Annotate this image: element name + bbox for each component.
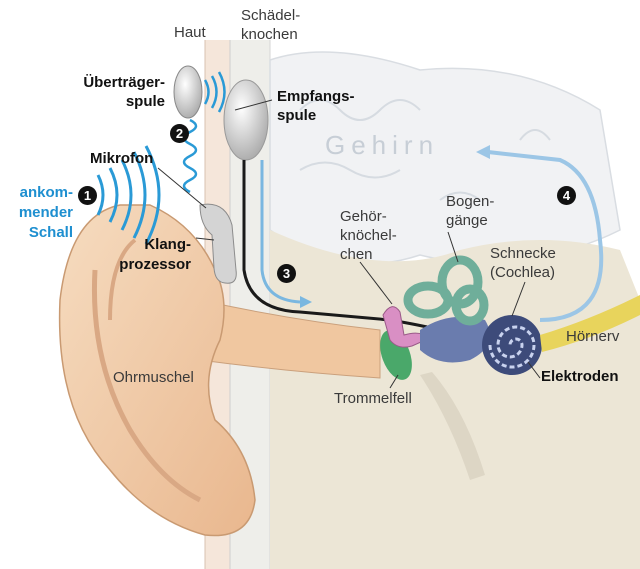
transmitter-coil (173, 65, 203, 119)
label-uebertraeger-2: spule (125, 93, 165, 110)
processor-body (199, 203, 237, 284)
sound-waves (96, 145, 161, 245)
semicircular-canals (403, 255, 489, 326)
label-bogen-2: gänge (446, 212, 488, 229)
label-schaedel-2: knochen (241, 26, 298, 43)
label-elektroden: Elektroden (541, 368, 619, 385)
label-ohrmuschel: Ohrmuschel (113, 369, 194, 386)
signal-arrow-to-implant (260, 160, 301, 304)
label-hoernerv: Hörnerv (566, 328, 620, 345)
label-empfangs-2: spule (277, 107, 317, 124)
label-trommelfell: Trommelfell (334, 390, 412, 407)
label-schall-3: Schall (28, 224, 73, 241)
coil-cable (182, 118, 198, 194)
label-schnecke-1: Schnecke (490, 245, 556, 262)
outer-ear (58, 204, 256, 537)
label-mikrofon: Mikrofon (90, 150, 154, 167)
label-klang-1: Klang- (144, 236, 191, 253)
step-1-marker: 1 (78, 186, 97, 205)
label-gehoer-1: Gehör- (340, 208, 387, 225)
step-2-marker: 2 (170, 124, 189, 143)
step-4-marker: 4 (557, 186, 576, 205)
label-schnecke-2: (Cochlea) (490, 264, 556, 281)
auditory-nerve (540, 295, 640, 352)
label-klang-2: prozessor (119, 256, 191, 273)
label-empfangs-1: Empfangs- (277, 88, 355, 105)
cochlea (482, 315, 542, 375)
temporal-bone (270, 230, 640, 569)
label-uebertraeger-1: Überträger- (83, 74, 165, 91)
label-gehoer-3: chen (340, 246, 373, 263)
step-3-marker: 3 (277, 264, 296, 283)
label-gehoer-2: knöchel- (340, 227, 397, 244)
receiver-coil (223, 79, 269, 161)
label-schall-2: mender (18, 204, 73, 221)
label-schaedel-1: Schädel- (241, 7, 301, 24)
label-bogen-1: Bogen- (446, 193, 495, 210)
signal-arrow-to-brain (487, 150, 604, 322)
label-gehirn: Gehirn (325, 130, 440, 160)
brain-shape (269, 51, 621, 265)
label-haut: Haut (174, 24, 206, 41)
label-schall-1: ankom- (19, 184, 73, 201)
ear-canal (199, 299, 381, 379)
